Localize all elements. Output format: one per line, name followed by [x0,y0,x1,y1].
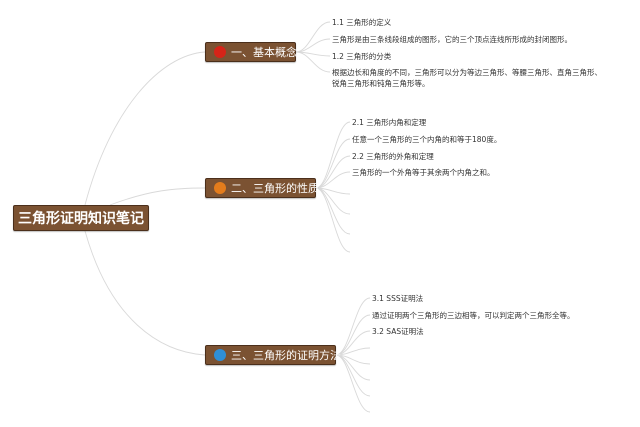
branch-node-1[interactable]: 一、基本概念 [205,42,297,62]
leaf-text[interactable]: 三角形是由三条线段组成的图形，它的三个顶点连线所形成的封闭图形。 [332,35,572,44]
red-priority-icon [214,46,226,58]
leaf-topic[interactable]: 2.2 三角形的外角和定理 [352,152,434,161]
connector-b3-leaf-3 [335,330,371,356]
leaf-topic[interactable]: 2.1 三角形内角和定理 [352,118,427,127]
connector-b1-leaf-4 [295,51,331,73]
connector-b2-leaf-1 [315,121,351,189]
connector-root-branch-3 [84,230,206,356]
leaf-text[interactable]: 根据边长和角度的不同，三角形可以分为等边三角形、等腰三角形、直角三角形、锐角三角… [332,68,602,88]
blue-priority-icon [214,349,226,361]
leaf-topic[interactable]: 3.2 SAS证明法 [372,327,424,336]
connector-b2-leaf-2 [315,138,351,189]
leaf-topic[interactable]: 3.1 SSS证明法 [372,294,424,303]
branch-node-2[interactable]: 二、三角形的性质 [205,178,319,198]
connector-b3-empty-5 [335,354,371,413]
connector-b2-empty-3 [315,187,351,235]
leaf-topic[interactable]: 1.1 三角形的定义 [332,18,392,27]
connector-b2-empty-2 [315,187,351,215]
connector-b2-leaf-4 [315,171,351,189]
connector-b3-leaf-2 [335,314,371,356]
connector-root-branch-2 [109,187,206,206]
connector-b3-empty-4 [335,354,371,397]
root-node[interactable]: 三角形证明知识笔记 [13,205,149,231]
branch-label: 一、基本概念 [231,46,297,59]
connector-b1-leaf-2 [295,38,331,53]
connector-b3-leaf-1 [335,297,371,356]
branch-label: 二、三角形的性质 [231,182,319,195]
connector-b1-leaf-1 [295,21,331,53]
leaf-topic[interactable]: 1.2 三角形的分类 [332,52,392,61]
connector-b2-leaf-3 [315,155,351,189]
root-label: 三角形证明知识笔记 [18,211,144,227]
connector-root-branch-1 [84,51,206,206]
connector-b2-empty-4 [315,187,351,253]
leaf-text[interactable]: 三角形的一个外角等于其余两个内角之和。 [352,168,495,177]
orange-priority-icon [214,182,226,194]
leaf-text[interactable]: 任意一个三角形的三个内角的和等于180度。 [352,135,502,144]
branch-node-3[interactable]: 三、三角形的证明方法 [205,345,341,365]
leaf-text[interactable]: 通过证明两个三角形的三边相等，可以判定两个三角形全等。 [372,311,575,320]
branch-label: 三、三角形的证明方法 [231,349,341,362]
